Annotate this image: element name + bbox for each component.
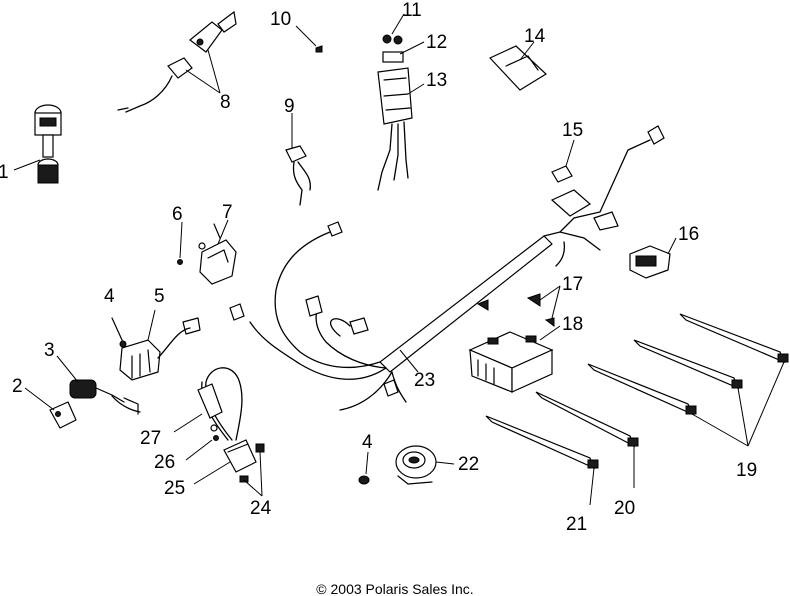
part-ignition-coil — [173, 367, 265, 497]
part-cdi-module — [377, 13, 425, 191]
callout-23: 23 — [414, 370, 435, 391]
callout-14: 14 — [524, 26, 546, 47]
callout-11: 11 — [402, 0, 422, 21]
part-voltage-regulator — [177, 219, 237, 285]
callout-21: 21 — [566, 514, 587, 535]
part-clip — [551, 139, 575, 183]
part-relay-block — [629, 237, 677, 279]
part-pouch — [488, 41, 547, 91]
part-switch — [56, 355, 141, 415]
callout-25: 25 — [164, 478, 185, 499]
callout-9: 9 — [284, 96, 295, 117]
part-horn — [358, 445, 455, 485]
part-fastener — [295, 25, 323, 53]
callout-8: 8 — [220, 92, 231, 113]
callout-17: 17 — [562, 274, 583, 295]
callout-19: 19 — [736, 460, 757, 481]
callout-12: 12 — [426, 32, 447, 53]
part-cable-ties — [485, 313, 789, 506]
callout-labels: 1 2 3 4 5 6 7 8 9 10 11 12 13 14 15 16 1… — [0, 0, 757, 535]
callout-20: 20 — [614, 498, 635, 519]
callout-27: 27 — [140, 428, 161, 449]
callout-24: 24 — [250, 498, 272, 519]
callout-3: 3 — [44, 340, 55, 361]
callout-26: 26 — [154, 452, 175, 473]
part-bracket — [24, 387, 77, 429]
callout-15: 15 — [562, 120, 583, 141]
callout-7: 7 — [222, 202, 233, 223]
part-bulb-socket — [285, 113, 311, 206]
callout-13: 13 — [426, 70, 447, 91]
callout-4: 4 — [104, 286, 115, 307]
part-plug-connectors — [117, 10, 237, 113]
part-main-harness — [229, 125, 665, 411]
callout-18: 18 — [562, 314, 583, 335]
callout-2: 2 — [12, 376, 23, 397]
callout-10: 10 — [270, 9, 291, 30]
part-battery — [468, 325, 561, 393]
part-battery-bolts — [476, 285, 561, 327]
part-relay-assembly — [111, 309, 201, 381]
callout-1: 1 — [0, 162, 9, 183]
callout-5: 5 — [154, 286, 165, 307]
callout-6: 6 — [172, 204, 183, 225]
part-ignition-switch — [13, 104, 62, 184]
callout-22: 22 — [458, 454, 479, 475]
copyright-notice: © 2003 Polaris Sales Inc. — [316, 581, 473, 596]
callout-16: 16 — [678, 224, 699, 245]
callout-4-horn: 4 — [362, 432, 373, 453]
